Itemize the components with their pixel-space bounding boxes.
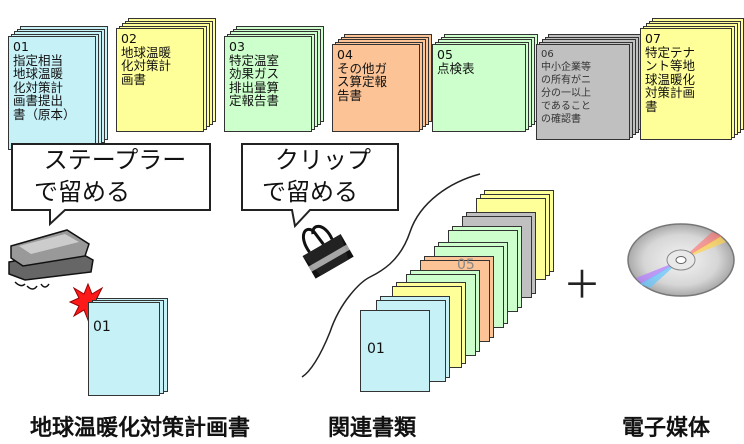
- doc-05-title-line: 点検表: [437, 60, 475, 76]
- stapler-icon: [8, 229, 94, 290]
- staple-bubble-line1: ステープラー: [43, 146, 187, 174]
- doc-01-title-line: 書（原本）: [13, 106, 76, 122]
- clip-bubble-line1: クリップ: [275, 146, 371, 174]
- doc-03-title-line: 効果ガス: [229, 66, 280, 81]
- related-stack-mid-label: 05: [457, 257, 475, 273]
- doc-06-title-line: 中小企業等: [541, 62, 591, 73]
- doc-03-title-line: 排出量算: [229, 79, 280, 95]
- doc-07-title-line: 特定テナ: [645, 44, 696, 60]
- caption-related: 関連書類: [328, 416, 417, 441]
- doc-03-title-line: 定報告書: [229, 93, 280, 108]
- doc-07-title-line: 対策計画: [645, 85, 696, 100]
- staple-bubble: ステープラー で留める: [10, 142, 220, 227]
- doc-06-title-line: の確認書: [541, 114, 581, 125]
- doc-01-title-line: 画書提出: [13, 93, 64, 108]
- binder-clip-icon: [301, 224, 354, 279]
- doc-06-number: 06: [541, 49, 554, 60]
- doc-03-number: 03: [229, 39, 245, 54]
- doc-07-title-line: 書: [645, 98, 658, 114]
- staple-bubble-shape: [11, 143, 211, 227]
- doc-07-title-line: 球温暖化: [645, 71, 696, 87]
- clip-bubble-line2: で留める: [262, 178, 358, 206]
- plan-stack-label: 01: [93, 319, 111, 335]
- clip-bubble: クリップ で留める: [240, 142, 405, 229]
- doc-07-title-line: ント等地: [645, 58, 696, 73]
- caption-plan: 地球温暖化対策計画書: [30, 416, 251, 441]
- doc-06-front-sheet: 06 中小企業等の所有がニ分の一以上であることの確認書: [536, 44, 630, 140]
- cd-icon: [627, 223, 735, 297]
- doc-06-title-line: 分の一以上: [541, 88, 591, 99]
- doc-04-title-line: ス算定報: [337, 74, 388, 89]
- staple-bubble-line2: で留める: [34, 178, 130, 206]
- clip-bubble-shape: [241, 143, 399, 229]
- doc-06-title-line: の所有がニ: [541, 75, 591, 86]
- plan-stack: 01: [88, 298, 168, 398]
- doc-04-title-line: その他ガ: [337, 60, 388, 76]
- doc-01-number: 01: [13, 39, 29, 54]
- plus-sign: ＋: [563, 263, 602, 307]
- plan-sheet-front: 01: [88, 302, 160, 396]
- related-sheet: 01: [360, 310, 430, 392]
- doc-01-title-line: 指定相当: [13, 52, 64, 68]
- caption-media: 電子媒体: [622, 416, 711, 441]
- doc-06: 06 中小企業等の所有がニ分の一以上であることの確認書: [536, 34, 644, 142]
- doc-02-number: 02: [121, 31, 137, 46]
- doc-07-number: 07: [645, 31, 661, 46]
- related-stack-front-label: 01: [367, 341, 385, 357]
- doc-02-title-line: 地球温暖: [121, 44, 172, 60]
- doc-02-title-line: 画書: [121, 71, 147, 87]
- doc-03-title-line: 特定温室: [229, 52, 280, 68]
- doc-01-title-line: 化対策計: [13, 79, 64, 95]
- brace-line: [301, 173, 481, 378]
- doc-04-title-line: 告書: [337, 87, 363, 103]
- doc-01-title-line: 地球温暖: [13, 66, 64, 81]
- doc-02-title-line: 化対策計: [121, 58, 172, 73]
- doc-06-title-line: であること: [541, 101, 591, 112]
- doc-04-number: 04: [337, 47, 353, 62]
- doc-05-number: 05: [437, 47, 453, 62]
